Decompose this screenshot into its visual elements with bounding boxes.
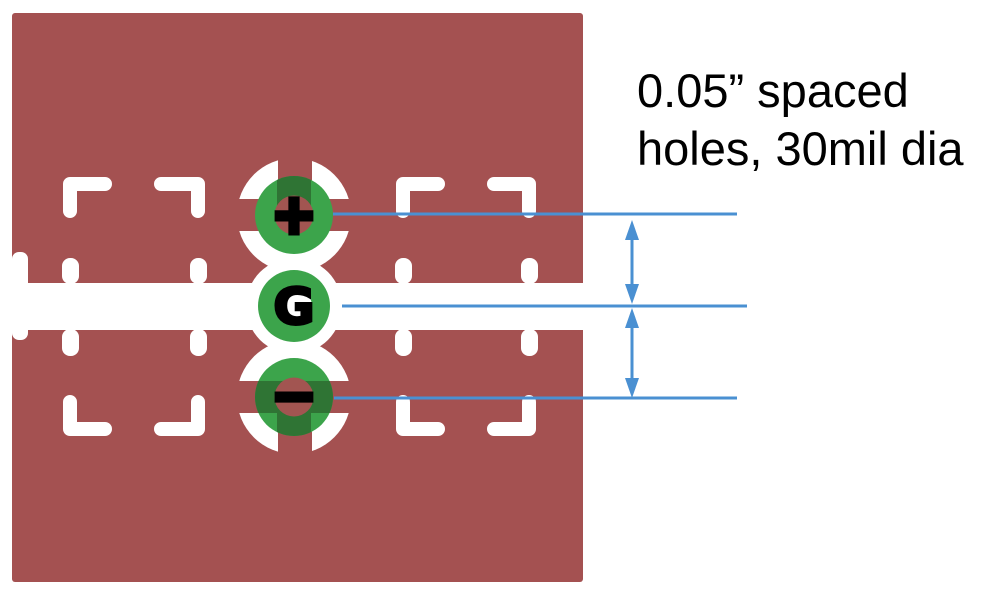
slot [521, 258, 538, 284]
bracket-mark [487, 395, 536, 436]
arrowhead-up [625, 308, 639, 328]
dimension-lines [333, 212, 747, 400]
bracket-mark [396, 395, 445, 436]
channel-slots [62, 258, 538, 356]
slot [190, 329, 207, 356]
pad-positive: + [255, 176, 333, 254]
slot [62, 258, 79, 284]
arrowhead-down [625, 284, 639, 304]
bracket-mark [154, 395, 205, 436]
drill-hole [276, 288, 312, 324]
pad-label-negative: − [271, 364, 316, 427]
arrowhead-up [625, 220, 639, 240]
drill-hole [274, 377, 314, 417]
pad-label-positive: + [271, 183, 316, 246]
drill-hole [274, 195, 314, 235]
pad-label-ground: G [273, 278, 314, 336]
pad-negative: − [255, 358, 333, 436]
slot [395, 329, 412, 356]
bracket-mark [154, 177, 205, 218]
annotation-line-2: holes, 30mil dia [637, 122, 964, 175]
bracket-mark [396, 177, 445, 218]
annotation-text: 0.05” spaced holes, 30mil dia [637, 62, 964, 178]
bracket-mark [487, 177, 536, 218]
slot [521, 329, 538, 356]
slot [190, 258, 207, 284]
channel-left-flare [12, 252, 28, 340]
bracket-mark [63, 177, 112, 218]
slot [395, 258, 412, 284]
pad-ground: G [258, 270, 330, 342]
annotation-line-1: 0.05” spaced [637, 64, 909, 117]
bracket-mark [63, 395, 112, 436]
slot [62, 329, 79, 356]
corner-bracket-marks [63, 177, 536, 436]
arrowhead-down [625, 378, 639, 398]
